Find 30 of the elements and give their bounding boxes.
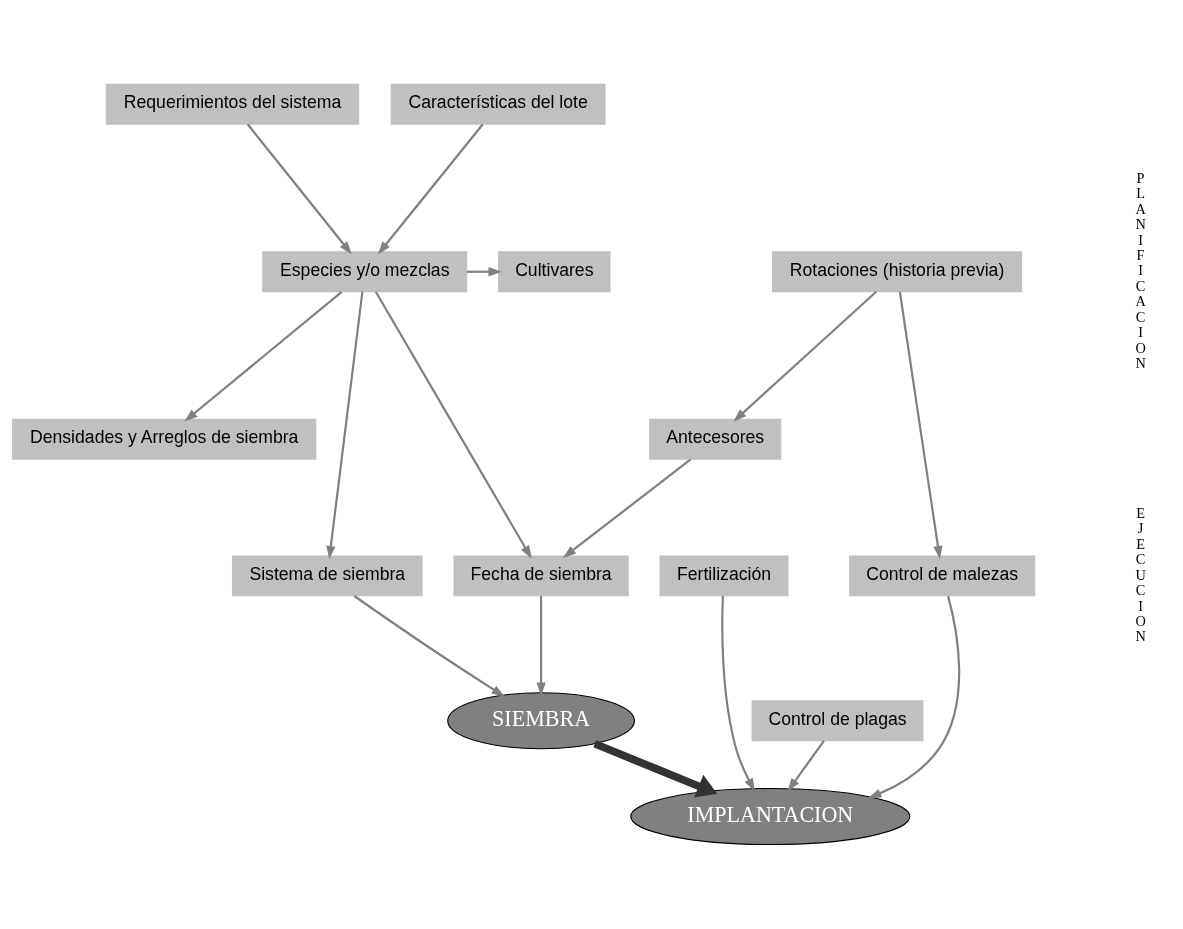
arrow — [326, 291, 364, 560]
arrow — [246, 123, 352, 255]
arrow — [721, 595, 755, 792]
node-box: Requerimientos del sistema — [105, 83, 360, 125]
arrow — [868, 595, 961, 799]
arrow — [898, 291, 943, 560]
node-box: Cultivares — [498, 251, 611, 293]
arrow — [374, 291, 532, 559]
label: EJECUCION — [1135, 504, 1146, 645]
node-box: Densidades y Arreglos de siembra — [12, 418, 317, 460]
node-box: Control de plagas — [751, 700, 924, 742]
arrow — [184, 290, 343, 422]
arrow — [466, 267, 502, 277]
arrow — [733, 291, 877, 422]
arrow — [787, 740, 825, 792]
node-box: Fertilización — [659, 555, 789, 597]
arrow — [562, 458, 692, 558]
arrow — [353, 595, 505, 697]
node-box: Sistema de siembra — [231, 555, 423, 597]
label: PLANIFICACION — [1135, 169, 1146, 372]
node-box: Fecha de siembra — [453, 555, 629, 597]
arrow — [377, 123, 484, 255]
node-box: Rotaciones (historia previa) — [771, 251, 1023, 293]
node-box: Especies y/o mezclas — [262, 251, 468, 293]
node-box: Características del lote — [390, 83, 606, 125]
node-ellipse: SIEMBRA — [447, 692, 635, 750]
arrow — [536, 595, 546, 696]
node-box: Antecesores — [649, 418, 782, 460]
node-box: Control de malezas — [849, 555, 1036, 597]
arrow — [593, 740, 718, 798]
